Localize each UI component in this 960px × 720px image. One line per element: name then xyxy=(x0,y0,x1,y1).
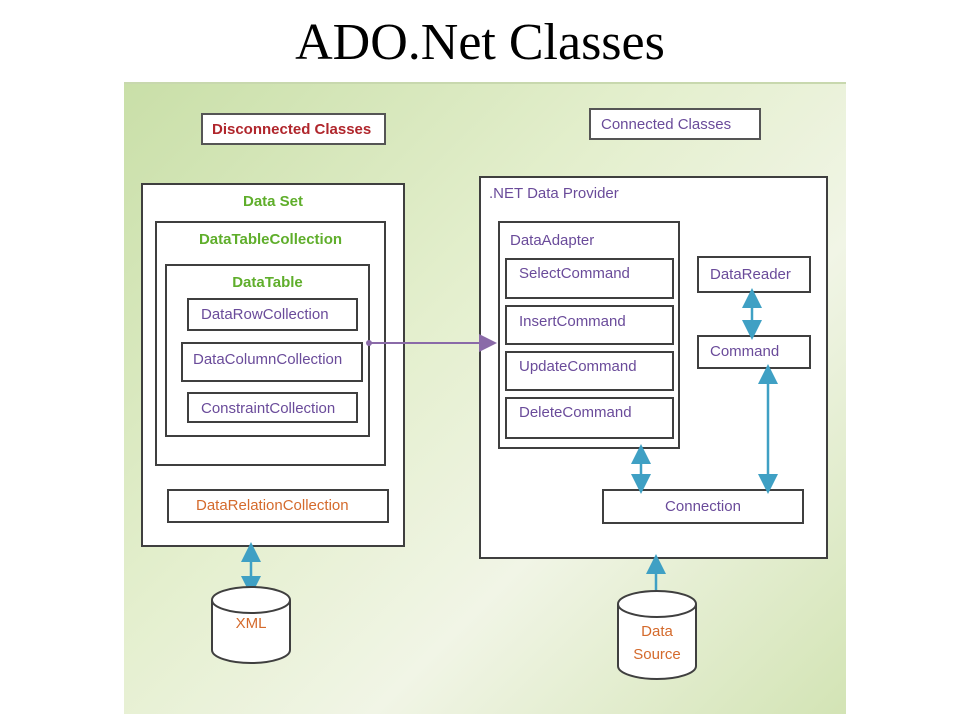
connection-box: Connection xyxy=(602,489,804,524)
connected-classes-box: Connected Classes xyxy=(589,108,761,140)
data-adapter-title: DataAdapter xyxy=(510,232,595,249)
constraint-collection-box: ConstraintCollection xyxy=(187,392,358,423)
datarelation-collection-label: DataRelationCollection xyxy=(196,497,349,514)
datarelation-collection-box: DataRelationCollection xyxy=(167,489,389,523)
disconnected-classes-label: Disconnected Classes xyxy=(212,121,372,138)
dataset-to-adapter-arrow xyxy=(366,334,497,352)
connection-label: Connection xyxy=(665,498,741,515)
connected-classes-label: Connected Classes xyxy=(601,116,732,133)
dataset-title: Data Set xyxy=(242,193,304,210)
constraint-collection-label: ConstraintCollection xyxy=(201,400,336,417)
data-source-label-line2: Source xyxy=(633,646,681,663)
update-command-label: UpdateCommand xyxy=(519,358,637,375)
select-command-box: SelectCommand xyxy=(505,258,674,299)
disconnected-classes-box: Disconnected Classes xyxy=(201,113,386,145)
datarow-collection-box: DataRowCollection xyxy=(187,298,358,331)
update-command-box: UpdateCommand xyxy=(505,351,674,391)
insert-command-box: InsertCommand xyxy=(505,305,674,345)
insert-command-label: InsertCommand xyxy=(519,313,626,330)
xml-cylinder-icon xyxy=(211,586,291,664)
command-label: Command xyxy=(710,343,780,360)
xml-label: XML xyxy=(235,615,267,632)
select-command-label: SelectCommand xyxy=(519,265,630,282)
data-source-label-line1: Data xyxy=(641,623,673,640)
datacolumn-collection-box: DataColumnCollection xyxy=(181,342,363,382)
datatable-title: DataTable xyxy=(232,274,303,291)
datacolumn-collection-label: DataColumnCollection xyxy=(193,351,343,368)
data-provider-title: .NET Data Provider xyxy=(489,185,619,202)
datatable-collection-title: DataTableCollection xyxy=(198,231,343,248)
delete-command-label: DeleteCommand xyxy=(519,404,632,421)
command-box: Command xyxy=(697,335,811,369)
slide-title: ADO.Net Classes xyxy=(295,14,665,71)
datarow-collection-label: DataRowCollection xyxy=(201,306,329,323)
data-source-cylinder-icon xyxy=(617,590,697,680)
delete-command-box: DeleteCommand xyxy=(505,397,674,439)
data-reader-label: DataReader xyxy=(710,266,791,283)
